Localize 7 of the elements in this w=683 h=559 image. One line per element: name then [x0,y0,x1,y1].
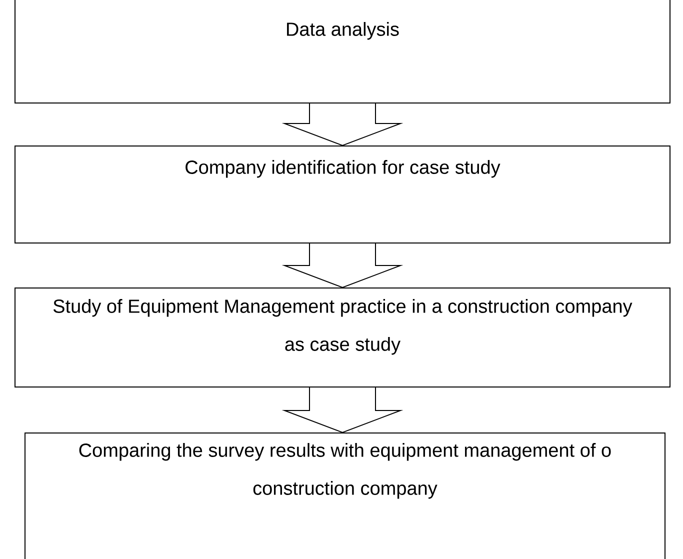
process-box: Company identification for case study [14,146,670,244]
process-box: Study of Equipment Management practice in a construction company as case study [14,288,670,388]
block-arrow [282,103,404,146]
block-arrow [282,243,404,288]
process-box: Data analysis [14,0,670,104]
process-box: Comparing the survey results with equipment management of o construction company [24,432,666,559]
block-arrow [282,387,404,434]
